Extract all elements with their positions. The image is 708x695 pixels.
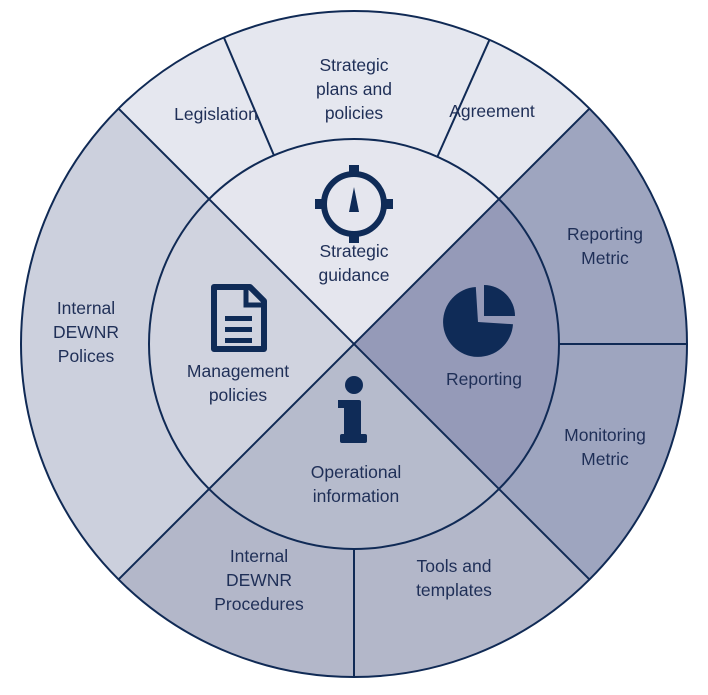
label-reporting: Reporting	[446, 369, 522, 389]
pie-chart-icon	[443, 285, 515, 357]
outer-sector-left	[20, 108, 210, 580]
outer-sector-top	[118, 11, 590, 200]
label-legislation: Legislation	[174, 104, 258, 124]
compass-icon	[315, 165, 393, 243]
document-icon	[211, 284, 267, 352]
outer-sub-divider-1	[222, 37, 275, 156]
outer-ring-border	[20, 10, 688, 678]
diagonal-divider-2	[117, 107, 591, 581]
outer-sub-divider-2	[436, 39, 491, 158]
inner-sector-management	[149, 199, 354, 489]
inner-ring-border	[148, 138, 560, 550]
inner-sector-operational	[209, 344, 499, 549]
ring-dividers	[20, 10, 688, 678]
info-icon	[338, 376, 367, 443]
label-agreement: Agreement	[449, 101, 535, 121]
